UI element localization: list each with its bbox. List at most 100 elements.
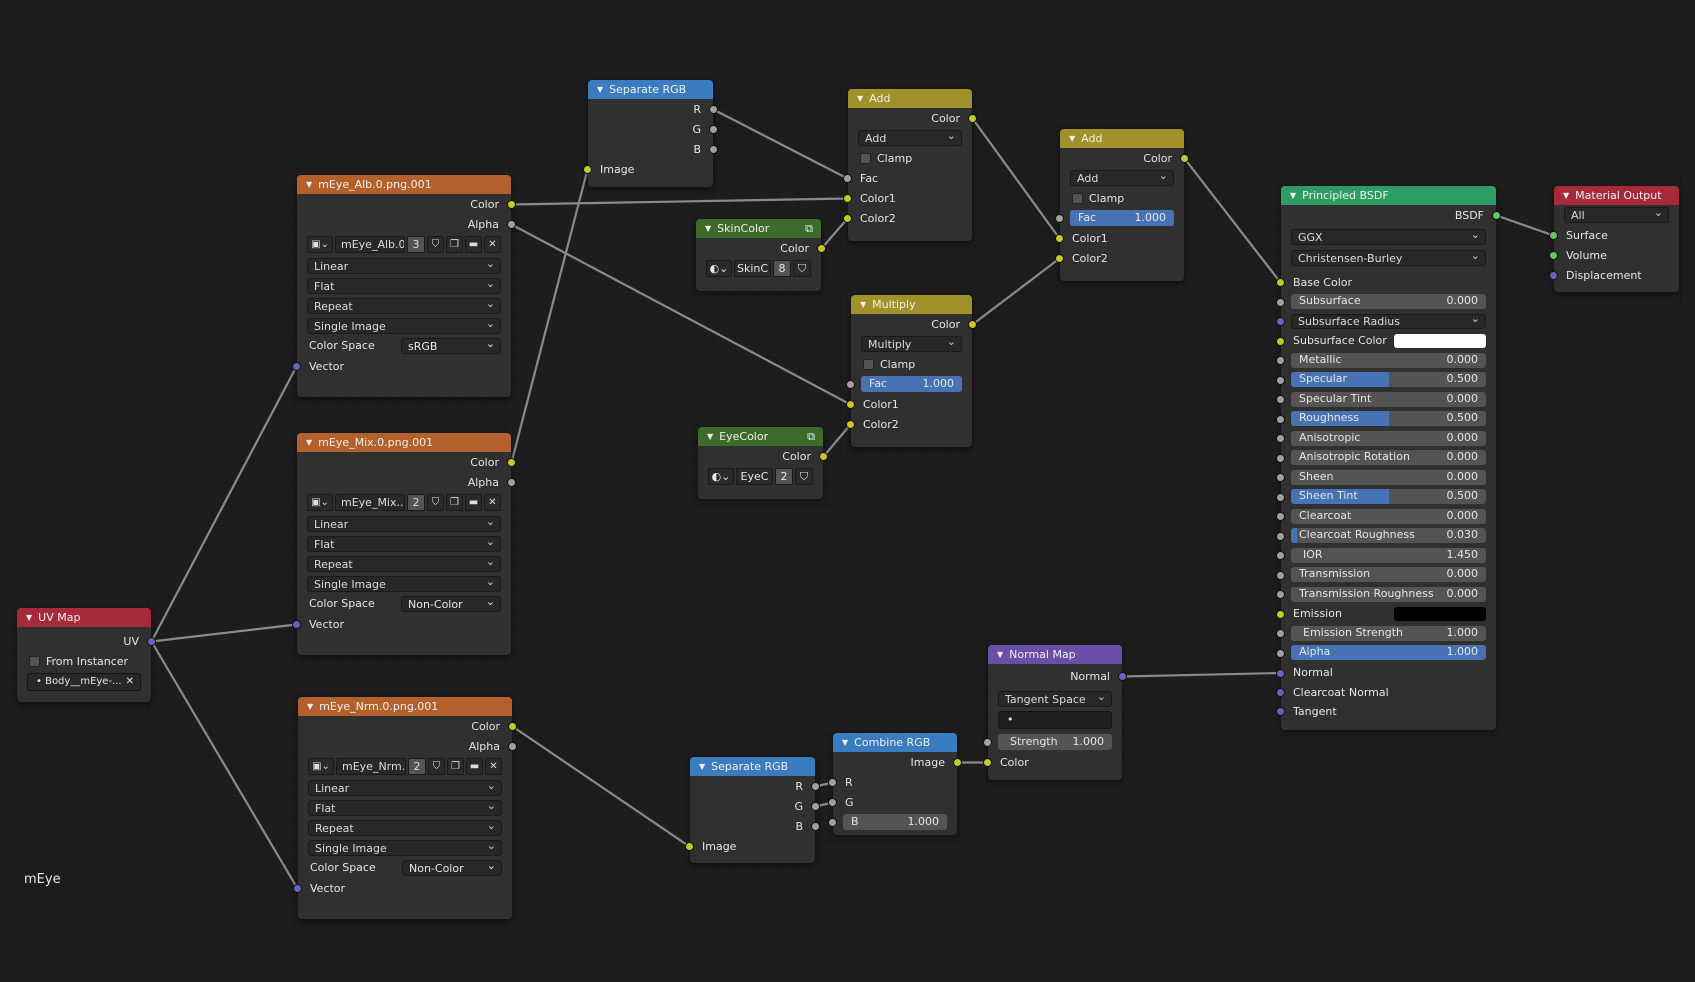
color1-input-socket[interactable] bbox=[846, 400, 855, 409]
color-output-socket[interactable] bbox=[968, 114, 977, 123]
param-socket[interactable] bbox=[1276, 492, 1285, 502]
param-socket[interactable] bbox=[1276, 336, 1285, 346]
node-link[interactable] bbox=[712, 108, 849, 180]
folder-icon[interactable]: ▬ bbox=[466, 758, 483, 775]
vector-input-socket[interactable] bbox=[292, 362, 301, 371]
r-output-socket[interactable] bbox=[811, 782, 820, 791]
color-space-dropdown[interactable]: Non-Color bbox=[401, 596, 501, 612]
param-socket[interactable] bbox=[1276, 297, 1285, 307]
group-name[interactable]: SkinC bbox=[734, 260, 771, 277]
node-header[interactable]: ▼Add bbox=[848, 89, 972, 108]
folder-icon[interactable]: ▬ bbox=[465, 236, 482, 253]
projection-dropdown[interactable]: Flat bbox=[307, 536, 501, 552]
node-link[interactable] bbox=[510, 223, 852, 406]
collapse-icon[interactable]: ▼ bbox=[1069, 134, 1076, 143]
color-output-socket[interactable] bbox=[819, 452, 828, 461]
fac-input-socket[interactable] bbox=[843, 174, 852, 183]
space-dropdown[interactable]: Tangent Space bbox=[998, 691, 1112, 707]
b-input-socket[interactable] bbox=[828, 818, 837, 827]
strength-input-socket[interactable] bbox=[983, 738, 992, 747]
blend-mode-dropdown[interactable]: Multiply bbox=[861, 336, 962, 352]
node-link[interactable] bbox=[1495, 214, 1555, 237]
uv-map-header[interactable]: ▼UV Map bbox=[17, 608, 151, 627]
image-input-socket[interactable] bbox=[583, 165, 592, 174]
node-header[interactable]: ▼Material Output bbox=[1554, 186, 1679, 205]
blend-mode-dropdown[interactable]: Add bbox=[1070, 170, 1174, 186]
source-dropdown[interactable]: Single Image bbox=[308, 840, 502, 856]
collapse-icon[interactable]: ▼ bbox=[307, 702, 314, 711]
param-socket[interactable] bbox=[1276, 590, 1285, 600]
image-icon[interactable]: ▣⌄ bbox=[307, 494, 333, 511]
param-socket[interactable] bbox=[1276, 317, 1285, 327]
target-dropdown[interactable]: All bbox=[1564, 207, 1669, 223]
image-texture-alb-node[interactable]: ▼mEye_Alb.0.png.001 Color Alpha ▣⌄mEye_A… bbox=[292, 175, 516, 397]
param-socket[interactable] bbox=[1276, 512, 1285, 522]
color-swatch[interactable] bbox=[1394, 607, 1486, 621]
node-link[interactable] bbox=[1183, 157, 1282, 284]
param-socket[interactable] bbox=[1276, 570, 1285, 580]
node-group-icon[interactable]: ⧉ bbox=[807, 429, 815, 443]
node-header[interactable]: ▼mEye_Alb.0.png.001 bbox=[297, 175, 511, 194]
interpolation-dropdown[interactable]: Linear bbox=[307, 516, 501, 532]
folder-icon[interactable]: ▬ bbox=[465, 494, 482, 511]
node-link[interactable] bbox=[511, 725, 691, 848]
extension-dropdown[interactable]: Repeat bbox=[307, 298, 501, 314]
image-icon[interactable]: ▣⌄ bbox=[308, 758, 334, 775]
color-output-socket[interactable] bbox=[507, 200, 516, 209]
node-header[interactable]: ▼Separate RGB bbox=[690, 757, 815, 776]
user-count[interactable]: 2 bbox=[407, 494, 425, 511]
group-name[interactable]: EyeC bbox=[736, 468, 773, 485]
param-socket[interactable] bbox=[1276, 414, 1285, 424]
node-link[interactable] bbox=[510, 197, 849, 206]
node-header[interactable]: ▼mEye_Nrm.0.png.001 bbox=[298, 697, 512, 716]
color-output-socket[interactable] bbox=[507, 458, 516, 467]
image-selector[interactable]: ▣⌄mEye_Mix....2⛉❐▬✕ bbox=[307, 494, 501, 511]
param-socket[interactable] bbox=[1276, 609, 1285, 619]
node-link[interactable] bbox=[150, 365, 298, 643]
projection-dropdown[interactable]: Flat bbox=[308, 800, 502, 816]
image-name[interactable]: mEye_Alb.0... bbox=[335, 236, 405, 253]
tangent-input-socket[interactable] bbox=[1276, 707, 1285, 716]
uv-map-field[interactable]: • bbox=[998, 711, 1112, 729]
node-header[interactable]: ▼Combine RGB bbox=[833, 733, 957, 752]
param-socket[interactable] bbox=[1276, 356, 1285, 366]
collapse-icon[interactable]: ▼ bbox=[705, 224, 712, 233]
collapse-icon[interactable]: ▼ bbox=[707, 432, 714, 441]
color2-input-socket[interactable] bbox=[846, 420, 855, 429]
volume-input-socket[interactable] bbox=[1549, 251, 1558, 260]
extension-dropdown[interactable]: Repeat bbox=[307, 556, 501, 572]
uv-map-field[interactable]: • Body__mEye-...✕ bbox=[27, 673, 141, 691]
image-name[interactable]: mEye_Mix.... bbox=[335, 494, 405, 511]
collapse-icon[interactable]: ▼ bbox=[306, 180, 313, 189]
checkbox-icon[interactable] bbox=[860, 152, 871, 164]
param-dropdown[interactable]: Subsurface Radius bbox=[1291, 313, 1486, 329]
color1-input-socket[interactable] bbox=[843, 194, 852, 203]
normal-map-node[interactable]: ▼Normal Map Normal Tangent Space • Stren… bbox=[983, 645, 1127, 780]
clamp-checkbox[interactable]: Clamp bbox=[1060, 188, 1184, 208]
node-header[interactable]: ▼Principled BSDF bbox=[1281, 186, 1496, 205]
add-mix-node-1[interactable]: ▼Add Color Add Clamp Fac Color1 Color2 bbox=[843, 89, 977, 241]
surface-input-socket[interactable] bbox=[1549, 231, 1558, 240]
image-texture-mix-node[interactable]: ▼mEye_Mix.0.png.001 Color Alpha ▣⌄mEye_M… bbox=[292, 433, 516, 655]
extension-dropdown[interactable]: Repeat bbox=[308, 820, 502, 836]
node-link[interactable] bbox=[150, 640, 299, 890]
close-icon[interactable]: ✕ bbox=[484, 494, 501, 511]
param-socket[interactable] bbox=[1276, 473, 1285, 483]
collapse-icon[interactable]: ▼ bbox=[26, 613, 33, 622]
material-output-node[interactable]: ▼Material Output All Surface Volume Disp… bbox=[1549, 186, 1679, 292]
blend-mode-dropdown[interactable]: Add bbox=[858, 130, 962, 146]
vector-input-socket[interactable] bbox=[293, 884, 302, 893]
